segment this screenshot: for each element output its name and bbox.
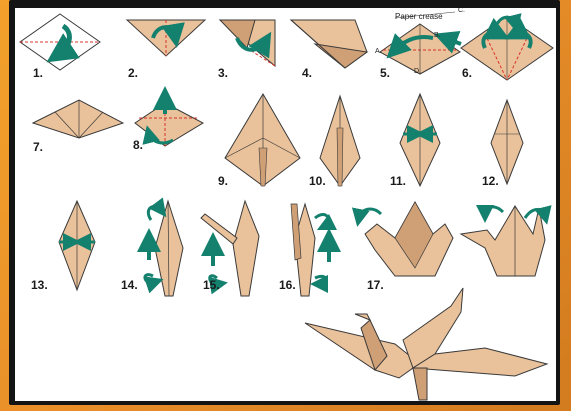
step-13-figure (59, 201, 95, 290)
step-10-figure (320, 96, 360, 186)
step-8-figure (135, 98, 203, 146)
step-label-12: 12. (482, 174, 499, 188)
step-9-figure (225, 94, 300, 186)
step-5-figure (380, 12, 461, 74)
step-label-10: 10. (309, 174, 326, 188)
step-label-14: 14. (121, 278, 138, 292)
point-b-label: B. (434, 32, 441, 39)
point-d-label: D. (414, 68, 421, 75)
step-label-7: 7. (33, 140, 43, 154)
step-7-figure (33, 100, 123, 138)
step-17-figure-a (359, 202, 453, 276)
step-17-figure-b (461, 206, 545, 276)
step-11-figure (400, 94, 440, 186)
fold-arrow-icon (315, 276, 326, 284)
step-label-9: 9. (218, 174, 228, 188)
paper-crease-label: Paper crease (395, 12, 443, 21)
step-label-6: 6. (462, 66, 472, 80)
step-2-figure (127, 20, 205, 56)
fold-arrow-icon (315, 214, 329, 226)
fold-arrow-icon (145, 275, 155, 283)
fold-arrow-icon (359, 209, 381, 218)
origami-diagram (15, 8, 556, 401)
step-label-8: 8. (133, 138, 143, 152)
step-4-figure (291, 20, 367, 68)
step-label-16: 16. (279, 278, 296, 292)
step-14-figure (145, 201, 183, 296)
step-label-17: 17. (367, 278, 384, 292)
step-label-3: 3. (218, 66, 228, 80)
step-label-5: 5. (380, 66, 390, 80)
step-label-1: 1. (33, 66, 43, 80)
point-c-label: C. (458, 8, 465, 14)
fold-arrow-icon (485, 207, 503, 214)
point-a-label: A. (375, 48, 382, 55)
step-3-figure (220, 20, 275, 66)
step-label-13: 13. (31, 278, 48, 292)
finished-crane-figure (305, 288, 547, 400)
step-16-figure (291, 204, 329, 296)
step-label-4: 4. (302, 66, 312, 80)
step-6-figure (461, 16, 553, 80)
step-label-15: 15. (203, 278, 220, 292)
fold-arrow-icon (148, 206, 161, 220)
step-label-11: 11. (390, 174, 406, 188)
step-12-figure (491, 100, 523, 184)
fold-arrow-icon (525, 210, 545, 219)
instruction-panel: Paper crease C. A. B. D. 1. 2. 3. 4. 5. … (15, 8, 556, 401)
step-1-figure (20, 14, 100, 70)
step-label-2: 2. (128, 66, 138, 80)
